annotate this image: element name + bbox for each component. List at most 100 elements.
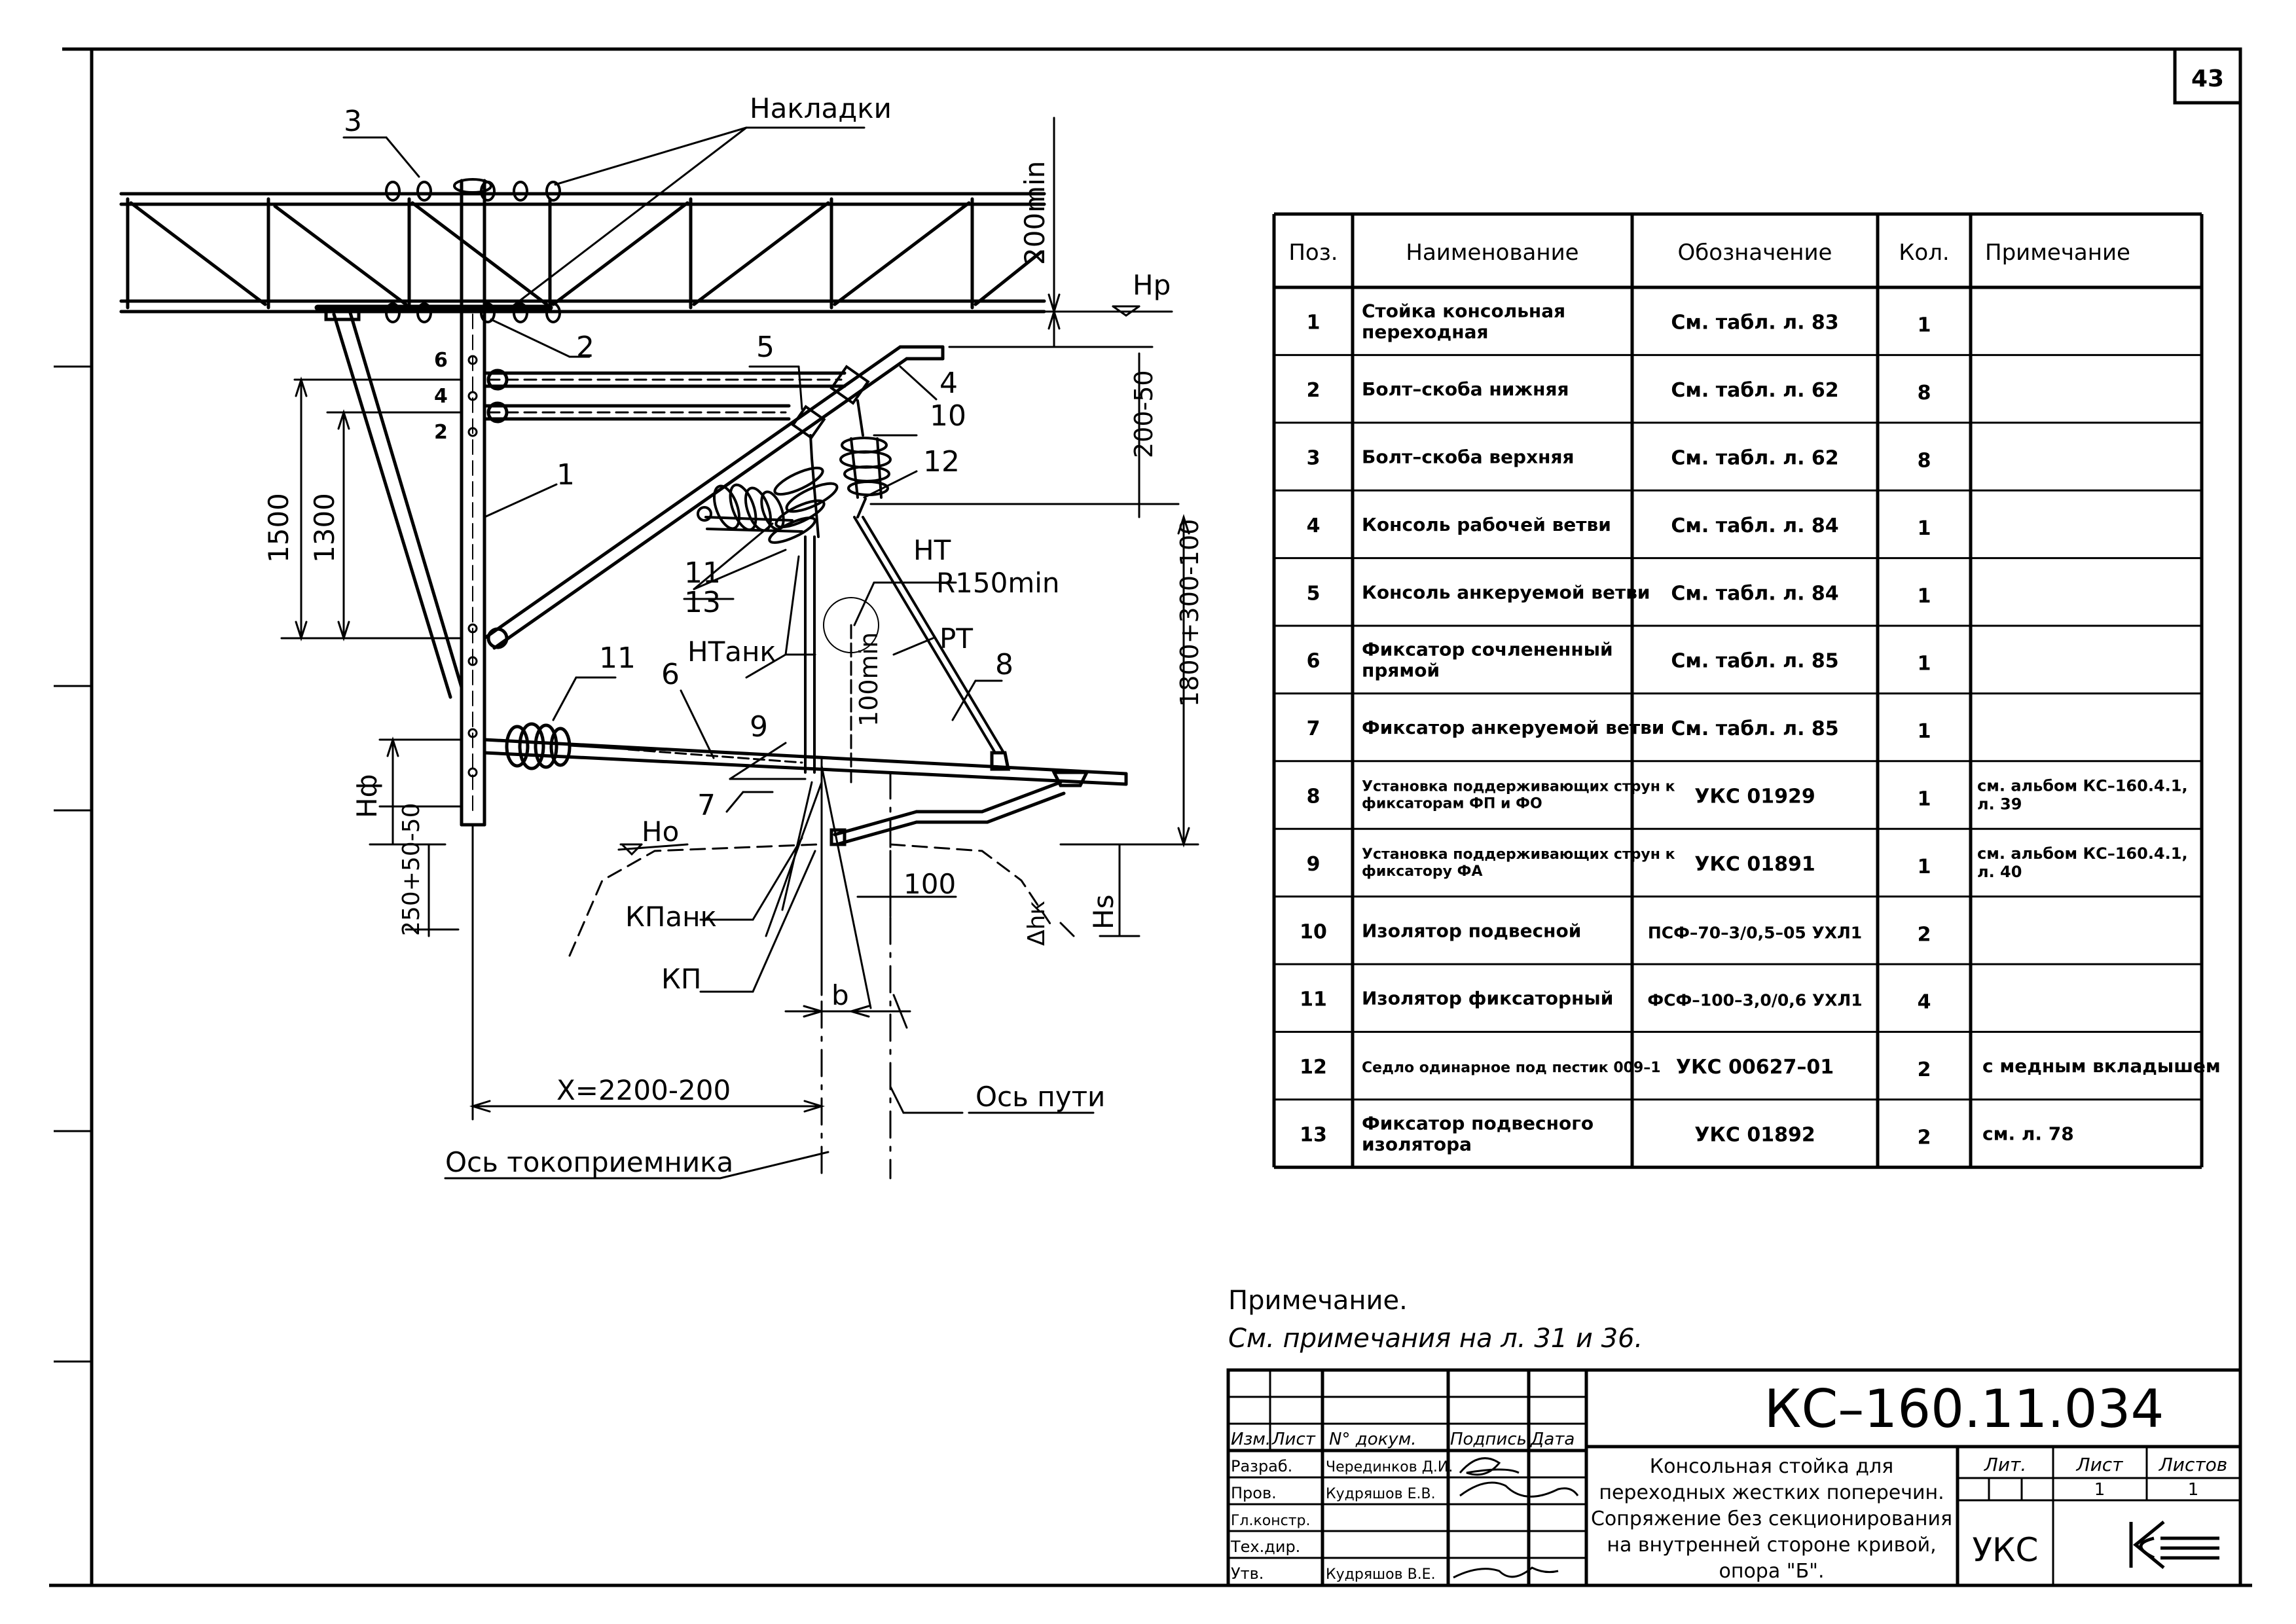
axes-and-wires [765,597,892,1180]
row-7-name: Фиксатор анкеруемой ветви [1362,717,1664,738]
post-holes [467,355,478,778]
stud-marks: 6 4 2 [434,349,448,444]
col-izm: Изм. [1231,1430,1271,1449]
row-10-name: Изолятор подвесной [1362,920,1581,941]
note-title: Примечание. [1228,1286,1408,1316]
row-6-qty: 1 [1918,653,1931,676]
pos-1: 1 [556,458,575,492]
label-200min: 200min [1019,161,1051,265]
row-3-name: Болт–скоба верхняя [1362,446,1574,468]
pos-3: 3 [344,105,362,138]
position-callouts: 1 2 3 4 5 6 7 8 9 10 11 11 12 13 [344,105,1013,822]
name-utv: Кудряшов В.Е. [1326,1566,1436,1583]
row-1-pos: 1 [1307,312,1321,334]
label-100min: 100min [854,632,883,727]
truss-crossbar [119,192,1046,314]
label-x2200: X=2200-200 [556,1074,731,1106]
role-razrab: Разраб. [1231,1457,1292,1475]
row-10-pos: 10 [1300,920,1327,943]
pos-4: 4 [939,367,958,400]
row-13-pos: 13 [1300,1124,1327,1147]
row-6-pos: 6 [1307,650,1321,673]
header-note: Примечание [1985,240,2130,266]
row-11-designation: ФСФ–100–3,0/0,6 УХЛ1 [1647,991,1862,1010]
row-9-qty: 1 [1918,856,1931,878]
row-3-pos: 3 [1307,447,1321,470]
header-pos: Поз. [1288,240,1338,266]
upper-bolt-clamps [385,178,561,323]
pos-11-lower: 11 [599,641,636,675]
stud-mark-4: 4 [434,385,448,408]
header-designation: Обозначение [1678,240,1832,266]
row-3-designation: См. табл. л. 62 [1671,447,1838,470]
row-12-name: Седло одинарное под пестик 009–1 [1362,1060,1661,1076]
role-glkonstr: Гл.констр. [1231,1513,1310,1529]
row-8-pos: 8 [1307,785,1321,808]
row-11-pos: 11 [1300,988,1327,1011]
name-prov: Кудряшов Е.В. [1326,1486,1436,1502]
fixing-insulator-11-upper [697,483,803,533]
pos-7: 7 [697,789,716,822]
row-8-qty: 1 [1918,788,1931,811]
upper-ties [483,369,847,424]
row-13-designation: УКС 01892 [1694,1124,1815,1147]
row-7-pos: 7 [1307,717,1321,740]
label-b: b [831,979,849,1011]
dim-1500-1300 [280,376,463,641]
row-10-designation: ПСФ–70–3/0,5–05 УХЛ1 [1648,923,1862,942]
dim-1800 [1059,514,1199,848]
col-dokum: N° докум. [1329,1430,1417,1449]
col-podpis: Подпись [1450,1430,1527,1449]
title-block-text: КС–160.11.034 Изм. Лист N° докум. Подпис… [1230,1379,2227,1583]
listov-label: Листов [2159,1454,2228,1475]
row-5-name: Консоль анкеруемой ветви [1362,581,1650,603]
label-1800: 1800+300-100 [1175,519,1204,707]
row-6-designation: См. табл. л. 85 [1671,650,1838,673]
row-8-designation: УКС 01929 [1694,785,1815,808]
row-4-qty: 1 [1918,517,1931,540]
desc-line-2: переходных жестких поперечин. [1599,1481,1944,1504]
listov-value: 1 [2188,1480,2199,1500]
pos-11-upper: 11 [684,556,721,590]
org-logo [2129,1521,2219,1569]
row-4-designation: См. табл. л. 84 [1671,514,1838,537]
row-10-qty: 2 [1918,923,1931,946]
label-hp: Hp [1133,269,1171,301]
console-post [460,179,486,827]
ho-level [617,843,689,856]
fixator-6 [483,722,1128,787]
list-label: Лист [2076,1454,2124,1475]
pos-13: 13 [684,586,721,619]
row-5-designation: См. табл. л. 84 [1671,582,1838,605]
dim-x [469,823,826,1121]
cantilever-drawing [119,117,1199,1180]
label-nakladki: Накладки [750,92,892,124]
drawing-labels: Накладки 200min Hp 1500 1300 200-50 1800… [263,92,1204,1178]
row-13-qty: 2 [1918,1127,1931,1149]
pos-9: 9 [750,710,768,744]
pos-8: 8 [995,648,1013,681]
label-200-50: 200-50 [1129,370,1158,458]
row-11-name: Изолятор фиксаторный [1362,988,1613,1009]
working-console [483,345,945,650]
row-9-designation: УКС 01891 [1694,853,1815,876]
label-dhk: Δhк [1023,901,1050,946]
dim-200-50 [869,346,1180,518]
label-os-puti: Ось пути [975,1081,1105,1113]
list-value: 1 [2094,1480,2105,1500]
row-2-designation: См. табл. л. 62 [1671,379,1838,402]
leader-lines [342,126,1095,1180]
row-8-note: см. альбом КС–160.4.1,л. 39 [1977,777,2188,814]
desc-line-1: Консольная стойка для [1650,1455,1893,1478]
dim-hf [369,736,463,846]
drawing-code: КС–160.11.034 [1764,1379,2164,1439]
row-13-note: см. л. 78 [1982,1123,2074,1145]
label-ho: Но [642,816,679,848]
label-r150: R150min [936,567,1060,599]
label-hf: Нф [351,774,383,819]
label-nt: НТ [913,534,951,566]
pos-5: 5 [756,331,774,364]
